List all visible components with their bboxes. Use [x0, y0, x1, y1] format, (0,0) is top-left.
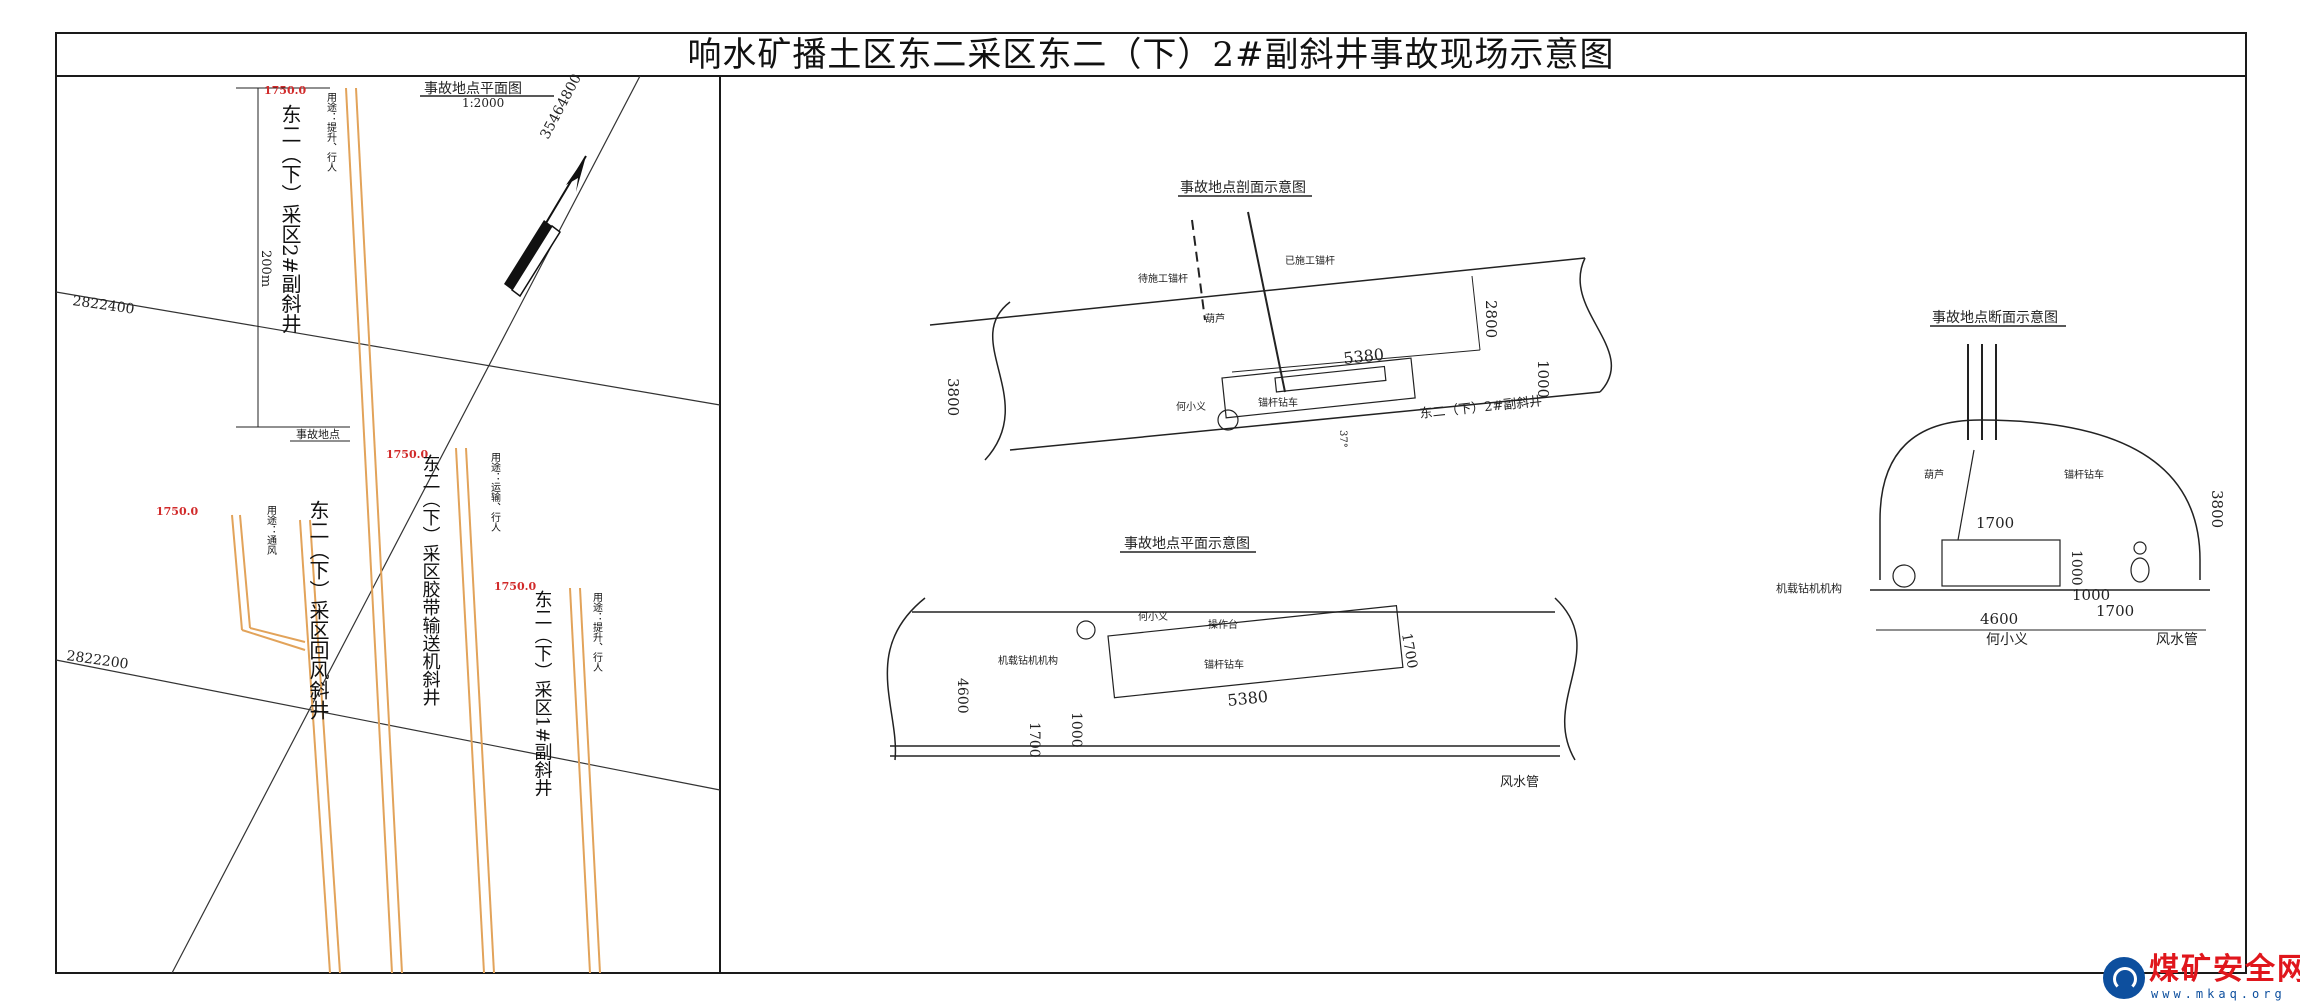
section-hulu: 葫芦	[1924, 469, 1944, 481]
shaft-jiaodai-label: 东二（下）采区胶带输送机斜井	[420, 454, 441, 706]
flat-title: 事故地点平面示意图	[1124, 535, 1250, 552]
plan-title: 事故地点平面图	[424, 81, 522, 97]
shaft-huifeng-label: 东二（下）采区回风斜井	[306, 500, 330, 720]
profile-he: 何小义	[1176, 400, 1206, 413]
profile-dim-1000: 1000	[1534, 360, 1552, 398]
profile-roof	[929, 257, 1586, 326]
shaft-2-fu-label: 东二（下）采区2#副斜井	[278, 104, 302, 334]
section-mech: 机载钻机机构	[1776, 581, 1842, 595]
use-1: 用途：提升、行人	[325, 92, 337, 172]
grid-line-2822200	[55, 659, 721, 791]
section-pipe: 风水管	[2156, 632, 2198, 648]
section-car: 锚杆钻车	[2064, 468, 2104, 481]
section-sketch: 事故地点断面示意图 葫芦 锚杆钻车 1700 1000 机载钻机机构 1000 …	[1776, 309, 2226, 648]
flat-console: 操作台	[1208, 618, 1238, 631]
watermark-name: 煤矿安全网	[2149, 952, 2300, 987]
coord-2822400: 2822400	[71, 293, 135, 318]
flat-pipe-label: 风水管	[1500, 775, 1539, 790]
use-3: 用途：运输、行人	[489, 452, 501, 532]
elev-3: 1750.0	[156, 505, 198, 518]
section-dim-1700a: 1700	[1976, 514, 2014, 532]
watermark-url: www.mkaq.org	[2151, 987, 2286, 1001]
profile-sketch: 事故地点剖面示意图 已施工锚杆 待施工锚杆 葫芦 锚杆钻车 何小义 5380 2…	[929, 179, 1613, 461]
section-dim-3800: 3800	[2208, 490, 2226, 528]
dim-200m: 200m	[258, 250, 273, 287]
profile-dim-5380: 5380	[1342, 345, 1384, 368]
profile-floor	[1009, 391, 1601, 451]
profile-angle: 37°	[1337, 430, 1348, 448]
profile-pending-rod: 待施工锚杆	[1138, 272, 1188, 285]
shaft-1-fu-label: 东二（下）采区1#副斜井	[532, 590, 553, 797]
coord-2822200: 2822200	[65, 648, 129, 673]
page-title: 响水矿播土区东二采区东二（下）2#副斜井事故现场示意图	[687, 35, 1615, 75]
shield-icon	[2103, 957, 2145, 999]
grid-line-2822400	[55, 291, 721, 406]
flat-mech: 机载钻机机构	[998, 654, 1058, 667]
flat-dim-5380: 5380	[1226, 687, 1268, 710]
flat-dim-1700b: 1700	[1026, 722, 1042, 758]
flat-dim-1700a: 1700	[1398, 632, 1420, 670]
profile-dim-2800: 2800	[1482, 300, 1500, 338]
section-title: 事故地点断面示意图	[1932, 309, 2058, 326]
section-arch	[1879, 419, 2201, 580]
flat-dim-1000: 1000	[1068, 712, 1084, 748]
coord-35464800: 35464800	[537, 71, 585, 141]
shaft-1-fu	[569, 587, 601, 974]
flat-sketch: 事故地点平面示意图 操作台 锚杆钻车 何小义 机载钻机机构 5380 1700 …	[886, 535, 1578, 790]
profile-stopped-rod: 已施工锚杆	[1285, 254, 1335, 267]
section-dim-1700b: 1700	[2096, 602, 2134, 620]
profile-title: 事故地点剖面示意图	[1180, 179, 1306, 196]
profile-shaft: 东二（下）2#副斜井	[1419, 394, 1543, 422]
outer-border	[55, 32, 2247, 974]
shaft-jiaodai	[455, 447, 495, 974]
profile-dim-3800: 3800	[944, 378, 962, 416]
elev-4: 1750.0	[494, 580, 536, 593]
section-dim-1000a: 1000	[2068, 550, 2084, 586]
plan-scale: 1:2000	[462, 96, 504, 110]
section-he: 何小义	[1986, 632, 2028, 648]
accident-spot-label: 事故地点	[296, 427, 340, 441]
profile-car: 锚杆钻车	[1258, 396, 1298, 409]
shaft-huifeng	[231, 514, 341, 974]
flat-car: 锚杆钻车	[1204, 658, 1244, 671]
north-arrow	[504, 155, 587, 298]
grid-line-35464800	[171, 75, 641, 974]
section-dim-1000b: 1000	[2072, 586, 2110, 604]
elev-1: 1750.0	[264, 84, 306, 97]
flat-dim-4600: 4600	[954, 678, 970, 714]
use-4: 用途：提升、行人	[591, 592, 603, 672]
elev-2: 1750.0	[386, 448, 428, 461]
section-dim-4600: 4600	[1980, 610, 2018, 628]
watermark-logo: 煤矿安全网 www.mkaq.org	[2103, 953, 2300, 1003]
shaft-2-fu	[345, 87, 403, 974]
profile-hulu: 葫芦	[1205, 313, 1225, 325]
flat-he: 何小义	[1138, 610, 1168, 623]
plan-panel: 2822400 2822200 35464800 事故地点平面图 1:2000 …	[55, 71, 721, 974]
use-2: 用途：通风	[265, 505, 277, 556]
